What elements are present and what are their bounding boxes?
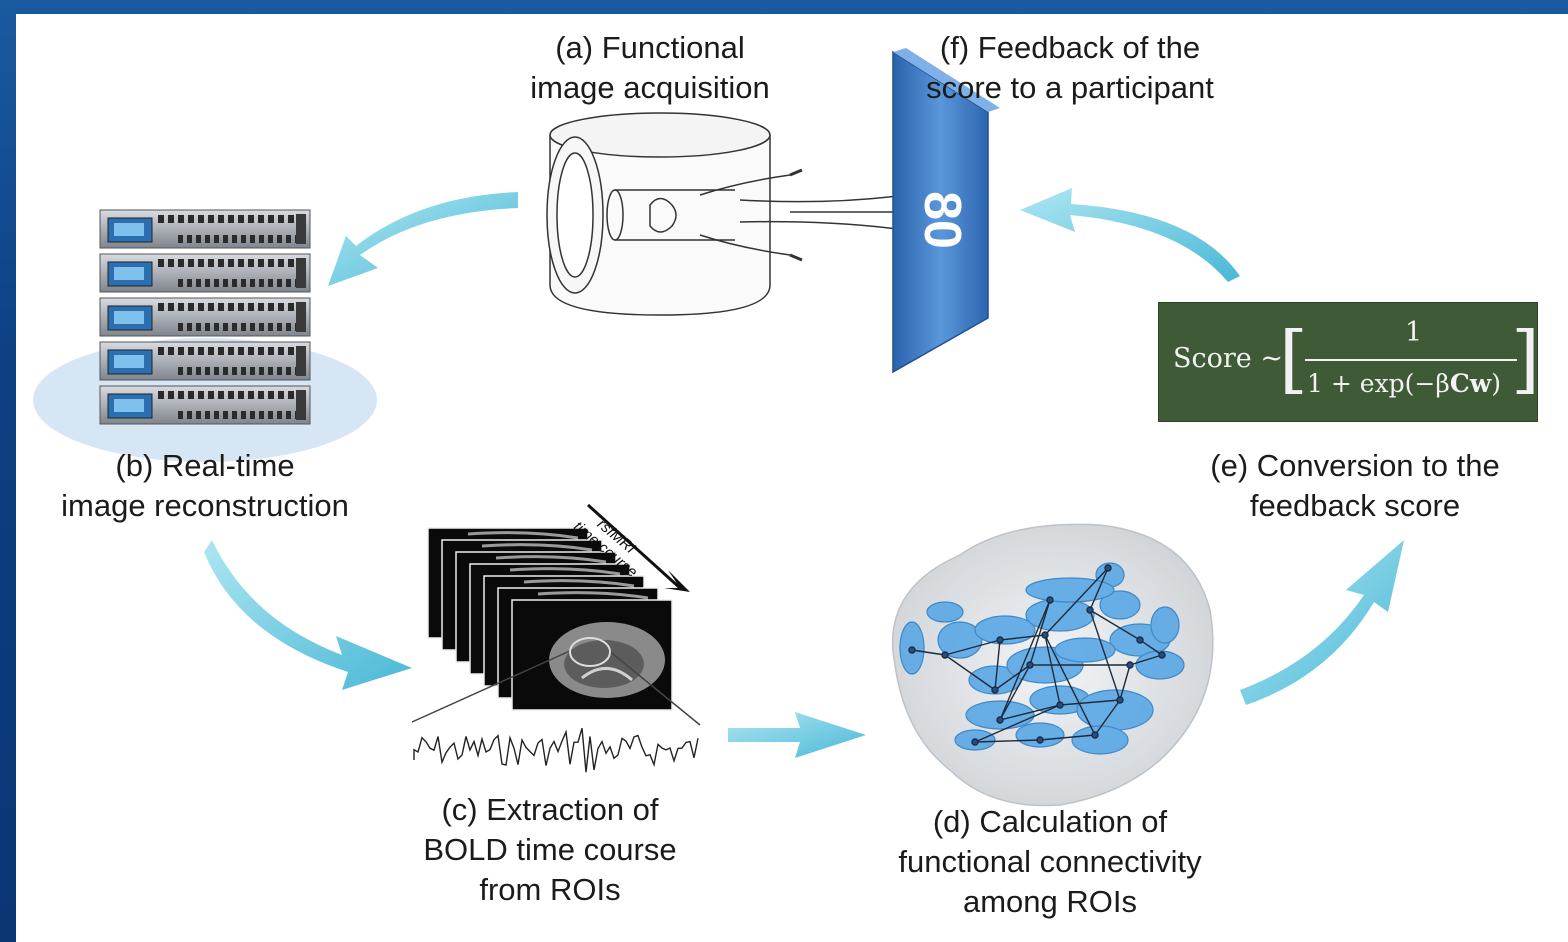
- roi-blob: [1135, 650, 1185, 680]
- roi-blob: [1071, 725, 1129, 755]
- roi-blob: [1099, 590, 1141, 620]
- connectivity-edge: [1089, 609, 1141, 641]
- connectivity-edge: [1089, 609, 1121, 701]
- roi-node: [1116, 696, 1124, 704]
- arrow-c-to-d: [728, 712, 866, 758]
- connectivity-edge: [1094, 699, 1121, 736]
- connectivity-edge: [994, 664, 1031, 691]
- connectivity-edge: [944, 639, 1001, 656]
- roi-node: [908, 646, 916, 654]
- roi-blob: [1025, 577, 1115, 603]
- formula-lhs: Score ~: [1173, 343, 1283, 374]
- roi-node: [1136, 636, 1144, 644]
- roi-blob: [1076, 689, 1154, 731]
- arrow-e-to-f: [1020, 188, 1240, 282]
- roi-node: [1158, 651, 1166, 659]
- diagram-panel: [16, 14, 1568, 942]
- server-rack-illustration: [33, 209, 377, 462]
- fmri-slice-stack: [411, 503, 701, 773]
- roi-node: [1036, 736, 1044, 744]
- roi-node: [941, 651, 949, 659]
- arrow-b-to-c: [204, 540, 412, 690]
- roi-node: [1126, 661, 1134, 669]
- arrow-d-to-e: [1240, 540, 1404, 705]
- server-unit: [99, 385, 311, 425]
- formula-bracket-right: ]: [1511, 316, 1540, 402]
- formula-bracket-left: [: [1279, 316, 1308, 402]
- roi-blob: [968, 665, 1022, 695]
- roi-node: [1086, 606, 1094, 614]
- roi-node: [971, 738, 979, 746]
- server-unit: [99, 209, 311, 249]
- connectivity-edge: [974, 739, 1041, 743]
- flow-arrows: [204, 188, 1404, 758]
- roi-node: [996, 716, 1004, 724]
- connectivity-edge: [944, 654, 996, 691]
- roi-node: [1026, 661, 1034, 669]
- connectivity-edge: [1044, 634, 1096, 736]
- roi-blob: [1054, 637, 1116, 663]
- connectivity-edge: [1089, 567, 1109, 611]
- connectivity-edge: [1059, 699, 1121, 706]
- roi-node: [1046, 596, 1054, 604]
- server-unit: [99, 341, 311, 381]
- formula-denominator: 1 + exp(−βCw): [1307, 369, 1501, 398]
- roi-blob: [1025, 598, 1095, 632]
- connectivity-edge: [999, 664, 1031, 721]
- formula-fraction-bar: [1305, 359, 1517, 361]
- connectivity-edge: [1044, 634, 1061, 706]
- mri-scanner-illustration: [546, 112, 906, 316]
- arrow-a-to-b: [328, 192, 518, 286]
- roi-blob: [965, 700, 1035, 730]
- formula-numerator: 1: [1405, 317, 1423, 348]
- brain-connectivity-illustration: [891, 523, 1214, 807]
- roi-blob: [937, 621, 983, 659]
- score-formula-box: Score ~ [ 1 1 + exp(−βCw) ]: [1158, 302, 1540, 422]
- roi-blob: [1150, 606, 1180, 644]
- connectivity-edge: [1039, 734, 1096, 741]
- connectivity-edge: [1119, 664, 1131, 701]
- feedback-screen: [892, 48, 1000, 374]
- roi-node: [996, 636, 1004, 644]
- connectivity-edge: [999, 634, 1046, 641]
- connectivity-edge: [911, 649, 946, 656]
- roi-node: [991, 686, 999, 694]
- roi-node: [1056, 701, 1064, 709]
- screen-score-value: 80: [913, 191, 971, 249]
- server-unit: [99, 253, 311, 293]
- roi-blob: [974, 615, 1036, 645]
- connectivity-edge: [994, 639, 1001, 691]
- connectivity-edge: [1044, 567, 1109, 636]
- roi-node: [1041, 631, 1049, 639]
- server-unit: [99, 297, 311, 337]
- connectivity-edge: [999, 599, 1051, 721]
- roi-node: [1091, 731, 1099, 739]
- connectivity-edge: [1139, 639, 1163, 656]
- connectivity-edge: [1129, 654, 1163, 666]
- connectivity-edge: [999, 704, 1061, 721]
- fmri-slice: [511, 599, 673, 711]
- connectivity-edge: [1029, 599, 1051, 666]
- roi-blob: [926, 601, 964, 623]
- roi-node: [1104, 564, 1112, 572]
- connectivity-edge: [974, 704, 1061, 743]
